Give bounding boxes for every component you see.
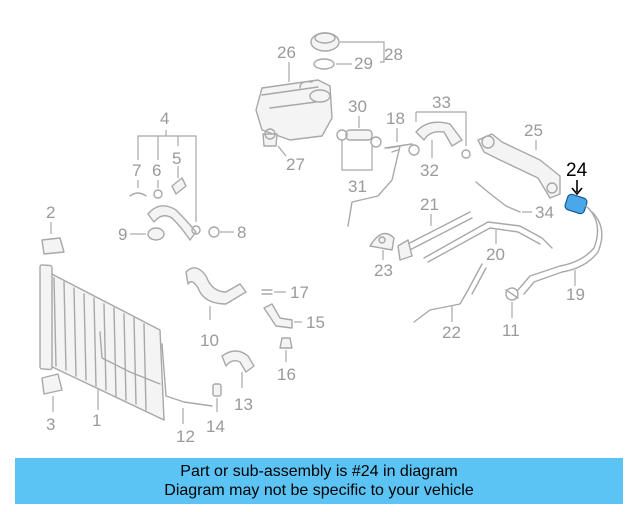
label-26: 26	[277, 43, 296, 62]
label-22: 22	[442, 323, 461, 342]
label-4: 4	[160, 109, 169, 128]
part-12-pipe[interactable]	[161, 343, 213, 407]
part-11-clamp[interactable]	[505, 287, 519, 301]
label-3: 3	[46, 415, 55, 434]
part-17-clip[interactable]	[261, 289, 273, 295]
label-21: 21	[420, 195, 439, 214]
part-20-pipe[interactable]	[423, 221, 553, 263]
part-32-hose[interactable]	[408, 121, 471, 159]
label-25: 25	[524, 121, 543, 140]
label-24: 24	[566, 160, 588, 181]
part-2-mount[interactable]	[41, 237, 65, 255]
part-34-pipe[interactable]	[475, 181, 521, 213]
label-15: 15	[306, 313, 325, 332]
label-17: 17	[290, 283, 309, 302]
label-10: 10	[200, 331, 219, 350]
part-16-plug[interactable]	[279, 337, 293, 349]
label-11: 11	[502, 321, 520, 340]
label-33: 33	[432, 93, 451, 112]
label-34: 34	[535, 203, 554, 222]
part-29-seal[interactable]	[313, 58, 335, 70]
label-31: 31	[348, 177, 367, 196]
part-21-pipe[interactable]	[397, 211, 473, 261]
banner-line-2: Diagram may not be specific to your vehi…	[164, 482, 474, 499]
label-28: 28	[384, 45, 403, 64]
label-5: 5	[172, 149, 181, 168]
part-6-clamp[interactable]	[153, 189, 163, 199]
part-14-bolt[interactable]	[212, 383, 222, 397]
label-14: 14	[206, 417, 225, 436]
part-1-radiator[interactable]	[39, 264, 165, 421]
part-10-hose[interactable]	[185, 267, 247, 305]
part-18-pipe[interactable]	[347, 143, 413, 227]
label-8: 8	[237, 223, 246, 242]
part-28-cap[interactable]	[310, 32, 340, 52]
part-9-thermostat[interactable]	[147, 227, 165, 241]
part-25-flange-pipe[interactable]	[477, 133, 561, 199]
part-22-pipe[interactable]	[413, 263, 487, 323]
part-23-bracket[interactable]	[369, 232, 395, 251]
part-24-hose[interactable]	[564, 193, 588, 215]
label-9: 9	[118, 225, 127, 244]
banner-line-1: Part or sub-assembly is #24 in diagram	[180, 463, 458, 480]
label-16: 16	[277, 365, 296, 384]
part-3-mount[interactable]	[41, 373, 63, 395]
label-32: 32	[420, 161, 439, 180]
label-13: 13	[234, 395, 253, 414]
label-23: 23	[374, 261, 393, 280]
label-18: 18	[386, 109, 405, 128]
label-1: 1	[92, 411, 101, 430]
label-7: 7	[132, 161, 141, 180]
parts-diagram: 26 29 28 27 30 31 18 33 32 25	[39, 32, 603, 446]
part-5-sensor[interactable]	[171, 177, 187, 195]
part-13-hose[interactable]	[221, 350, 255, 373]
part-26-expansion-tank[interactable]	[255, 79, 333, 141]
label-27: 27	[286, 155, 305, 174]
label-30: 30	[348, 97, 367, 116]
part-15-hose[interactable]	[263, 303, 293, 329]
part-8-clamp[interactable]	[208, 226, 220, 238]
label-20: 20	[486, 245, 505, 264]
part-7-clip[interactable]	[129, 192, 147, 197]
part-27-bracket[interactable]	[262, 128, 278, 147]
label-19: 19	[566, 285, 585, 304]
info-banner: Part or sub-assembly is #24 in diagram D…	[15, 458, 623, 504]
label-6: 6	[152, 161, 161, 180]
part-19-hose[interactable]	[517, 205, 603, 295]
part-4-hose[interactable]	[147, 205, 201, 241]
label-29: 29	[354, 54, 373, 73]
part-30-hose[interactable]	[336, 129, 382, 148]
label-12: 12	[176, 427, 195, 446]
label-2: 2	[46, 203, 55, 222]
